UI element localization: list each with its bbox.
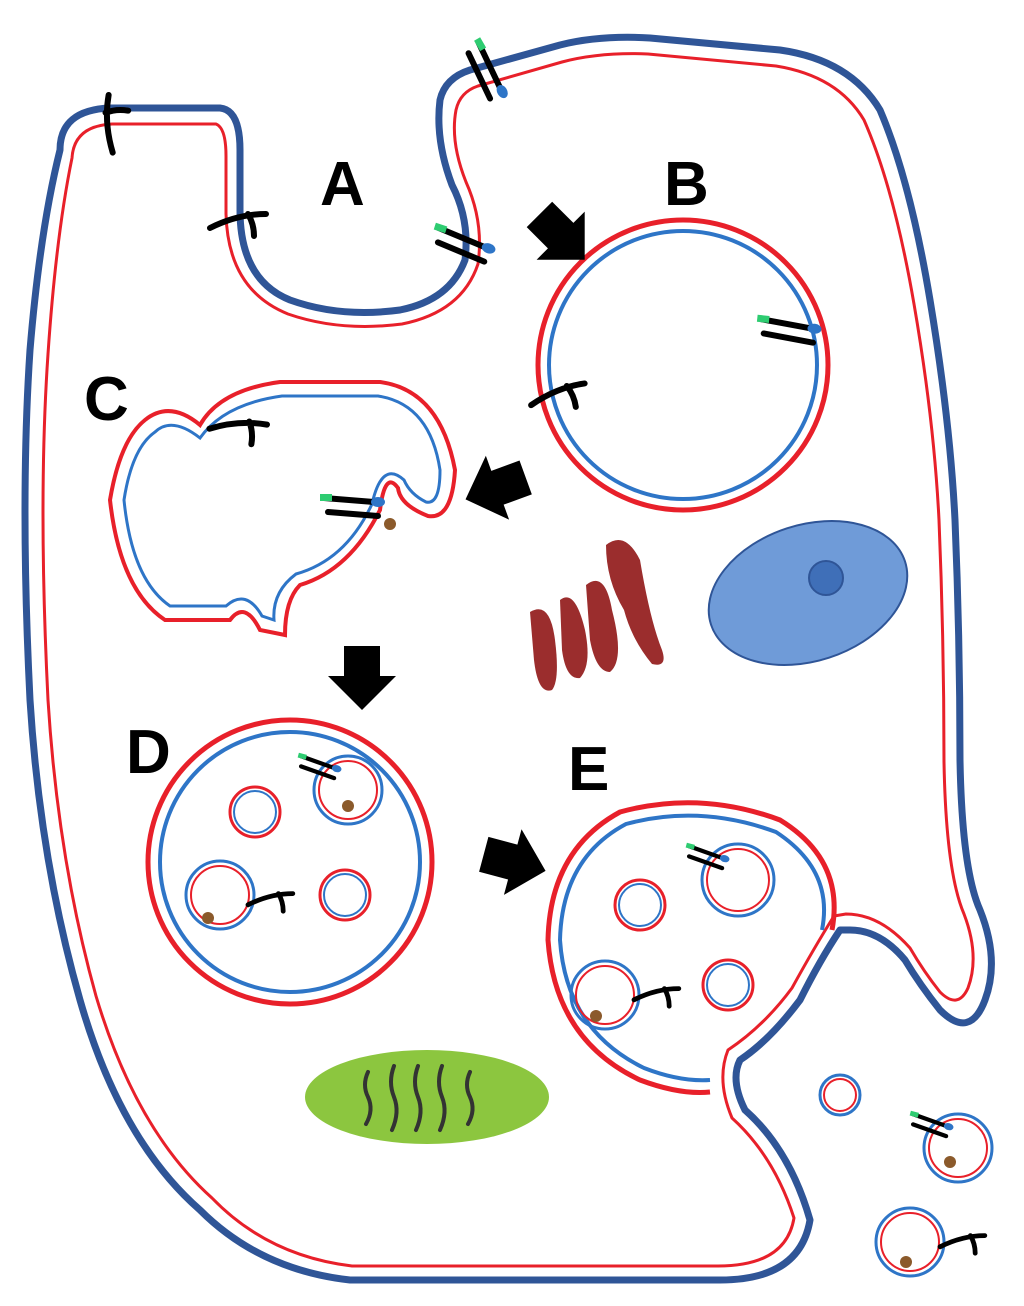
stage-label-c: C [84,365,129,434]
arrow-icon [328,646,396,710]
intraluminal-vesicle [318,868,372,922]
stage-label-a: A [320,150,365,219]
arrow-icon [479,829,546,895]
released-exosome [874,1206,985,1278]
intraluminal-vesicle [683,843,776,918]
intraluminal-vesicle [228,785,282,839]
released-exosome [818,1073,862,1117]
intraluminal-vesicle [613,878,667,932]
arrow-icon [465,455,532,520]
fusing-multivesicular-body [545,800,837,1095]
intraluminal-vesicle [295,753,384,826]
cell-membrane [21,33,995,1284]
stage-label-e: E [568,735,609,804]
intraluminal-vesicle [701,958,755,1012]
nucleolus [808,560,844,596]
early-endosome [535,217,831,513]
intraluminal-vesicle [184,859,293,931]
multivesicular-body [145,717,435,1007]
arrow-icon [526,201,585,260]
stage-label-b: B [664,150,709,219]
mitochondrion [305,1050,549,1144]
invaginating-endosome [107,380,458,638]
golgi-apparatus [530,540,664,691]
intraluminal-vesicle [569,959,679,1031]
stage-label-d: D [126,718,171,787]
released-exosome [907,1111,994,1184]
nucleus [707,520,909,666]
endosome-tagged-receptor [755,315,822,344]
invaginating-cargo [384,518,396,530]
